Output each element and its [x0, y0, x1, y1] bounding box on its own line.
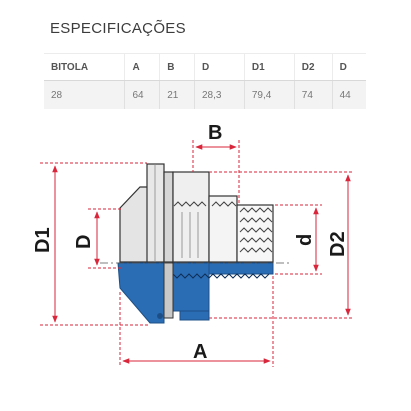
- dim-label-a: A: [193, 341, 207, 363]
- spec-cell: 21: [159, 80, 195, 109]
- spec-cell: 64: [124, 80, 161, 109]
- thread-teeth-upper: [173, 201, 273, 258]
- dimension-lines: [40, 140, 354, 367]
- page-title: ESPECIFICAÇÕES: [50, 20, 186, 37]
- dim-label-d-upper: D: [73, 235, 95, 249]
- spec-cell: 79,4: [244, 80, 295, 109]
- dim-label-d2: D2: [327, 231, 349, 257]
- col-header: D1: [244, 53, 295, 81]
- fitting-body-upper: [119, 163, 274, 263]
- col-header: BITOLA: [44, 53, 126, 81]
- spec-cell: 44: [332, 80, 366, 109]
- gasket-lower: [163, 262, 174, 319]
- spec-header-row: BITOLA A B D D1 D2 D: [44, 53, 366, 81]
- nut-nub: [157, 313, 163, 319]
- dim-label-b: B: [208, 122, 222, 144]
- spec-cell: 28,3: [194, 80, 245, 109]
- col-header: D2: [294, 53, 333, 81]
- thread-teeth-lower: [172, 273, 270, 279]
- col-header: D: [194, 53, 245, 81]
- dim-label-d1: D1: [32, 227, 54, 253]
- spec-row: 28 64 21 28,3 79,4 74 44: [44, 80, 366, 109]
- dim-label-d-lower: d: [294, 234, 316, 246]
- spec-cell: 28: [44, 80, 126, 109]
- col-header: B: [159, 53, 195, 81]
- fitting-body-section-blue: [117, 262, 274, 324]
- col-header: D: [332, 53, 366, 81]
- spec-cell: 74: [294, 80, 333, 109]
- spec-table: BITOLA A B D D1 D2 D 28 64 21 28,3 79,4 …: [44, 53, 366, 109]
- col-header: A: [124, 53, 161, 81]
